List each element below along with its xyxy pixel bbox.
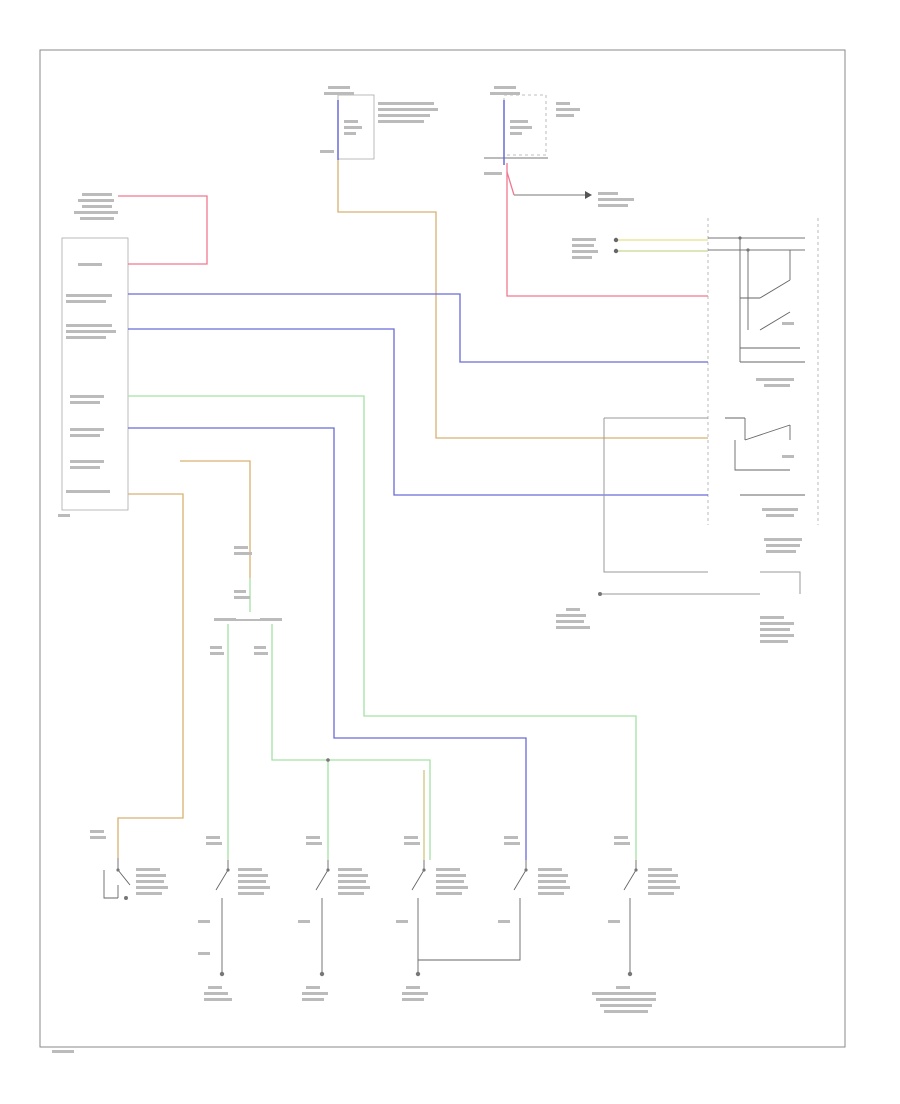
splice-labels [210,546,282,655]
door-switch-group [90,830,680,1013]
wire-blue-relay-upper [128,293,708,363]
relay-assembly-labels [572,238,802,553]
fuse-box-2 [503,94,547,156]
fuse-box-2-labels [484,86,580,175]
diagram-frame [39,49,846,1048]
wire-green-mid-switch [271,624,431,860]
wire-red-relay-feed [506,163,708,297]
wire-tan-hood-switch [117,493,184,858]
control-module-pin-labels [58,263,116,517]
power-distribution-label [598,192,634,207]
switch-right-rear [592,836,680,1013]
arrow-icon [585,191,592,199]
wire-tan-splice [180,460,251,578]
control-module-box [61,237,129,511]
relay-internals-1 [739,238,805,363]
wire-green-far-switch [128,395,637,860]
wire-blue-switch [128,427,527,860]
switch-left-rear [396,836,468,1001]
switch-hood [90,830,168,900]
wire-red-branch [506,171,515,196]
diagram-id-block [52,1050,74,1053]
fuse-box-1-labels [320,86,438,153]
relay-internals-2 [725,417,805,496]
wire-red-module-power [118,195,208,265]
ground-connector-labels [556,608,794,643]
module-power-label [74,193,118,220]
wire-gray-connector [600,417,801,595]
wire-blue-relay-lower [128,328,708,496]
switch-left-1 [198,836,270,1001]
wire-tan-relay [337,160,708,439]
switch-rear [418,836,570,961]
switch-center [298,836,370,1001]
